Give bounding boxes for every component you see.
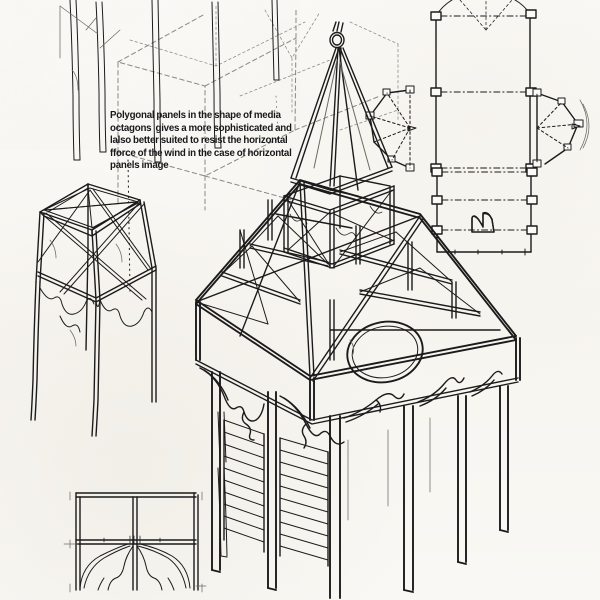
annotation-text-block: Polygonal panels in the shape of media o… — [110, 110, 292, 172]
butterfly-bracket-symbol — [471, 211, 495, 233]
column — [267, 391, 277, 591]
spandrel-bracket — [343, 393, 405, 423]
spandrel-bracket — [199, 367, 265, 441]
column — [499, 385, 509, 533]
spandrel-bracket — [279, 395, 345, 449]
ring-finial — [329, 21, 345, 49]
corbel-bracket — [79, 543, 191, 591]
spandrel-bracket — [417, 377, 465, 407]
column — [457, 395, 467, 565]
spandrel-bracket — [469, 370, 503, 397]
oval-rose-window — [346, 320, 424, 384]
column — [403, 405, 414, 593]
column — [329, 415, 341, 599]
louvered-siding-panel — [223, 419, 329, 561]
